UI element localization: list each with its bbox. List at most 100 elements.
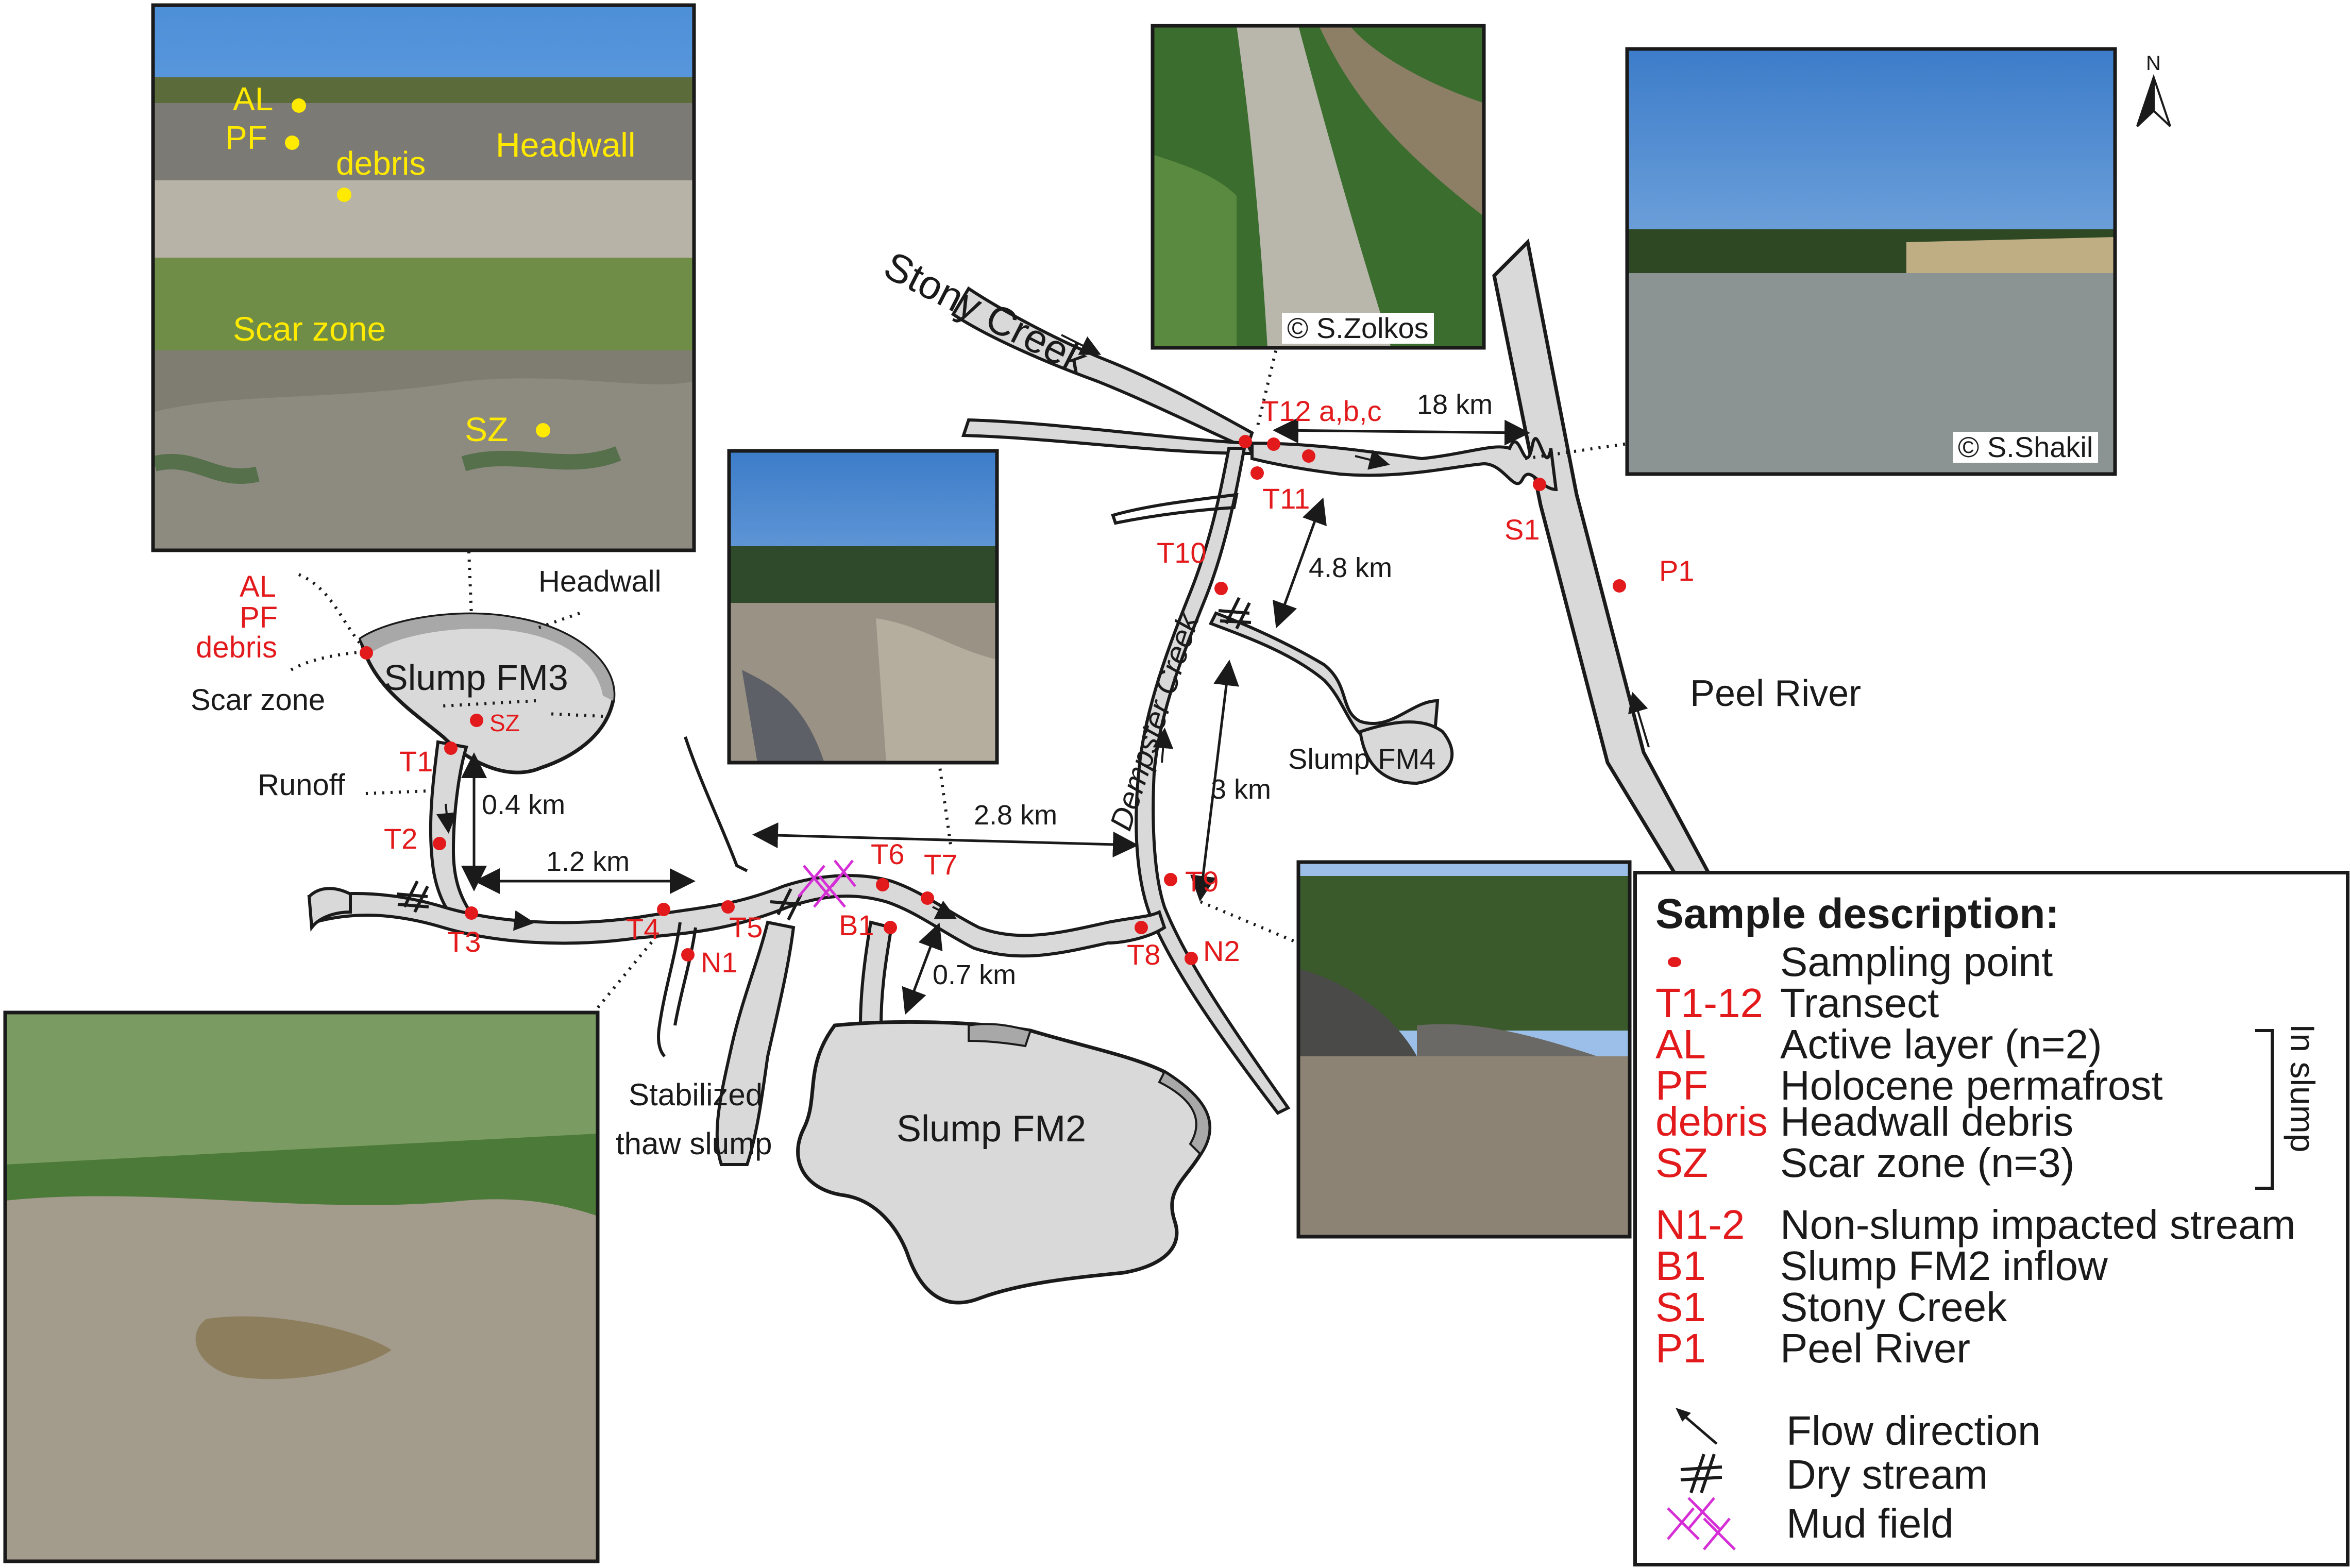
legend-code-7: B1	[1655, 1243, 1706, 1289]
sample-label-t6: T6	[871, 838, 905, 870]
distance-0-4: 0.4 km	[482, 789, 566, 820]
main-stream-west	[307, 874, 1166, 958]
label-al: AL	[240, 570, 276, 603]
point-fm3-al	[360, 646, 373, 660]
point-t6	[876, 878, 889, 891]
north-arrow	[2136, 74, 2171, 127]
sample-label-p1: P1	[1659, 554, 1695, 587]
point-t1	[444, 741, 458, 755]
sample-label-t5: T5	[729, 911, 763, 943]
legend-desc-9: Peel River	[1780, 1325, 1971, 1371]
sampling-points	[360, 435, 1626, 965]
sample-label-t4: T4	[626, 913, 660, 945]
point-b1	[884, 921, 897, 934]
label-slump-fm3: Slump FM3	[384, 657, 568, 698]
photo1-label-sz: SZ	[465, 410, 509, 448]
point-t12b	[1267, 437, 1280, 451]
dempster-creek-channel	[1135, 447, 1291, 1115]
point-t5	[721, 900, 735, 914]
distance-4-8: 4.8 km	[1309, 552, 1393, 583]
sample-label-t9: T9	[1185, 865, 1219, 898]
photo1-label-debris: debris	[336, 145, 426, 182]
fm3-outflow-channel	[429, 740, 477, 919]
sample-label-t8: T8	[1127, 938, 1161, 971]
label-stabilized-2: thaw slump	[616, 1126, 772, 1161]
west-tributary	[1111, 493, 1239, 525]
distance-18: 18 km	[1417, 389, 1493, 420]
legend-dot-icon	[1668, 957, 1681, 967]
photo1-label-headwall: Headwall	[496, 126, 636, 164]
photo-slump-fm3	[151, 3, 696, 552]
legend-desc-flow: Flow direction	[1786, 1408, 2041, 1454]
point-p1	[1613, 579, 1626, 593]
point-t11	[1250, 466, 1264, 480]
legend-code-2: AL	[1655, 1021, 1706, 1067]
legend-code-8: S1	[1655, 1284, 1706, 1330]
point-n1	[681, 948, 695, 962]
dry-stream-symbols	[396, 597, 1252, 921]
legend-title: Sample description:	[1655, 890, 2059, 937]
point-t8	[1135, 921, 1148, 934]
sample-label-t7: T7	[924, 848, 958, 881]
photo1-label-scar-zone: Scar zone	[233, 310, 386, 348]
legend-desc-8: Stony Creek	[1780, 1284, 2007, 1330]
mud-field-symbol	[798, 859, 856, 908]
callout-lines	[290, 342, 1631, 1021]
legend-desc-mud: Mud field	[1786, 1500, 1954, 1546]
in-slump-bracket	[2255, 1029, 2274, 1190]
sample-label-t2: T2	[384, 822, 418, 855]
sample-label-n1: N1	[701, 946, 738, 979]
legend-desc-0: Sampling point	[1780, 939, 2053, 985]
point-t2	[433, 837, 446, 850]
legend-desc-4: Headwall debris	[1780, 1099, 2074, 1144]
stabilized-slump-channel	[715, 920, 796, 1166]
legend-desc-7: Slump FM2 inflow	[1780, 1243, 2108, 1289]
n1-tributary	[657, 922, 697, 1058]
slump-fm4-shape	[1358, 720, 1454, 785]
main-channel-east	[1250, 437, 1558, 492]
point-t3	[465, 906, 478, 920]
sample-label-t1: T1	[399, 745, 433, 778]
sample-label-t10: T10	[1157, 536, 1207, 569]
legend-desc-6: Non-slump impacted stream	[1780, 1202, 2296, 1247]
label-pf: PF	[240, 601, 278, 634]
point-t4	[657, 903, 670, 916]
flow-arrows	[436, 334, 1650, 931]
legend-desc-5: Scar zone (n=3)	[1780, 1140, 2075, 1186]
label-headwall: Headwall	[538, 565, 662, 598]
photo-n2-stream	[1296, 860, 1632, 1239]
photo-stabilized-slump	[727, 449, 999, 765]
distance-1-2: 1.2 km	[546, 846, 630, 877]
in-slump-label: In slump	[2284, 1024, 2322, 1153]
photo-peel-river	[1625, 47, 2117, 476]
legend-desc-2: Active layer (n=2)	[1780, 1021, 2102, 1067]
sample-label-b1: B1	[839, 909, 874, 941]
slump-fm2-shape	[796, 1020, 1211, 1305]
distance-3: 3 km	[1211, 774, 1272, 805]
point-t12a	[1239, 435, 1252, 448]
copyright-zolkos: © S.Zolkos	[1282, 313, 1434, 344]
slump-fm3-headwall	[361, 614, 614, 701]
point-t7	[921, 891, 934, 905]
label-stabilized-1: Stabilized	[629, 1077, 763, 1112]
distance-arrows	[461, 417, 1530, 1015]
photo-stony-creek	[1151, 24, 1486, 350]
sample-label-n2: N2	[1203, 935, 1240, 967]
photo1-label-al: AL	[233, 80, 274, 117]
label-scar-zone: Scar zone	[191, 683, 326, 717]
sample-label-t11: T11	[1262, 482, 1310, 515]
legend-code-9: P1	[1655, 1325, 1706, 1371]
slump-fm2-headwall	[968, 1023, 1211, 1156]
legend-desc-dry: Dry stream	[1786, 1452, 1988, 1497]
label-sz: SZ	[489, 710, 520, 736]
point-n2	[1185, 952, 1198, 965]
legend-desc-1: Transect	[1780, 980, 1939, 1026]
legend-code-4: debris	[1655, 1099, 1768, 1144]
point-t10	[1214, 582, 1228, 595]
mud-field-icon	[1667, 1497, 1736, 1550]
label-slump-fm4: Slump FM4	[1288, 743, 1436, 775]
sample-label-s1: S1	[1504, 513, 1540, 546]
label-runoff: Runoff	[258, 768, 345, 802]
copyright-shakil: © S.Shakil	[1953, 432, 2099, 463]
